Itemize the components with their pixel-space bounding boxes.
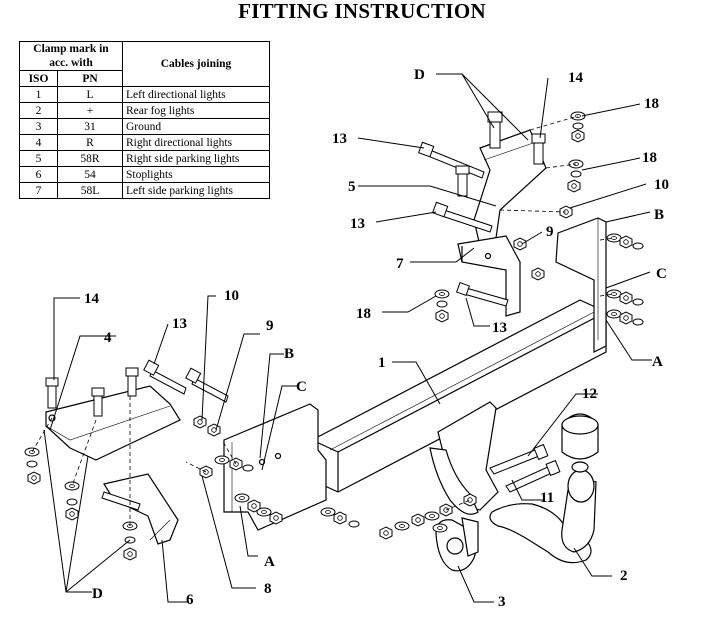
label-18-a: 18	[644, 96, 659, 112]
label-10-right: 10	[654, 177, 669, 193]
label-10-left: 10	[224, 288, 239, 304]
table-row: 5 58R Right side parking lights	[19, 150, 270, 167]
pn-cell: 58R	[57, 150, 123, 167]
label-11: 11	[540, 490, 554, 506]
left-bolts	[45, 359, 229, 511]
ball-bolts	[489, 443, 561, 493]
label-c-left: C	[296, 379, 307, 395]
left-side-plate	[223, 403, 327, 531]
label-4: 4	[104, 330, 112, 346]
label-6: 6	[186, 592, 194, 608]
table-row: 2 + Rear fog lights	[19, 102, 270, 119]
label-14-top: 14	[568, 70, 584, 86]
desc-cell: Right side parking lights	[122, 150, 270, 167]
label-12: 12	[582, 386, 597, 402]
page-title: FITTING INSTRUCTION	[238, 0, 486, 23]
callout-labels: D 14 18 13 18 5 10 13 B 9 7 C 18 13 A 14…	[84, 67, 669, 610]
label-13-b: 13	[350, 216, 365, 232]
socket-plate	[435, 517, 479, 572]
label-13-a: 13	[332, 131, 347, 147]
label-d-bottom: D	[92, 586, 103, 602]
label-5: 5	[348, 179, 356, 195]
label-d-top: D	[414, 67, 425, 83]
upper-bolts	[418, 111, 546, 307]
label-9-right: 9	[546, 224, 554, 240]
label-14-left: 14	[84, 291, 100, 307]
label-a-left: A	[264, 554, 275, 570]
pn-header: PN	[57, 70, 123, 87]
label-c-right: C	[656, 266, 667, 282]
label-2: 2	[620, 568, 628, 584]
label-18-b: 18	[642, 150, 657, 166]
label-1: 1	[378, 355, 386, 371]
bracket-4	[45, 385, 181, 461]
desc-cell: Left side parking lights	[122, 182, 270, 199]
label-13-c: 13	[492, 320, 507, 336]
clamp-mark-header: Clamp mark in acc. with	[19, 41, 123, 71]
label-a-right: A	[652, 354, 663, 370]
cable-table: Clamp mark in acc. with Cables joining I…	[19, 41, 270, 199]
label-13-left: 13	[172, 316, 187, 332]
label-b-right: B	[654, 207, 664, 223]
table-row: 4 R Right directional lights	[19, 134, 270, 151]
label-8: 8	[264, 581, 272, 597]
leader-lines	[43, 73, 652, 603]
label-18-c: 18	[356, 306, 371, 322]
assembly-lines	[31, 115, 615, 526]
label-9-left: 9	[266, 318, 274, 334]
table-row: 7 58L Left side parking lights	[19, 182, 270, 199]
right-side-plate	[555, 217, 607, 353]
table-row: 3 31 Ground	[19, 118, 270, 135]
label-b-left: B	[284, 346, 294, 362]
label-3: 3	[498, 594, 506, 610]
bracket-6	[103, 473, 179, 545]
tow-ball	[561, 413, 599, 503]
label-7: 7	[396, 256, 404, 272]
bracket-7	[457, 235, 521, 317]
